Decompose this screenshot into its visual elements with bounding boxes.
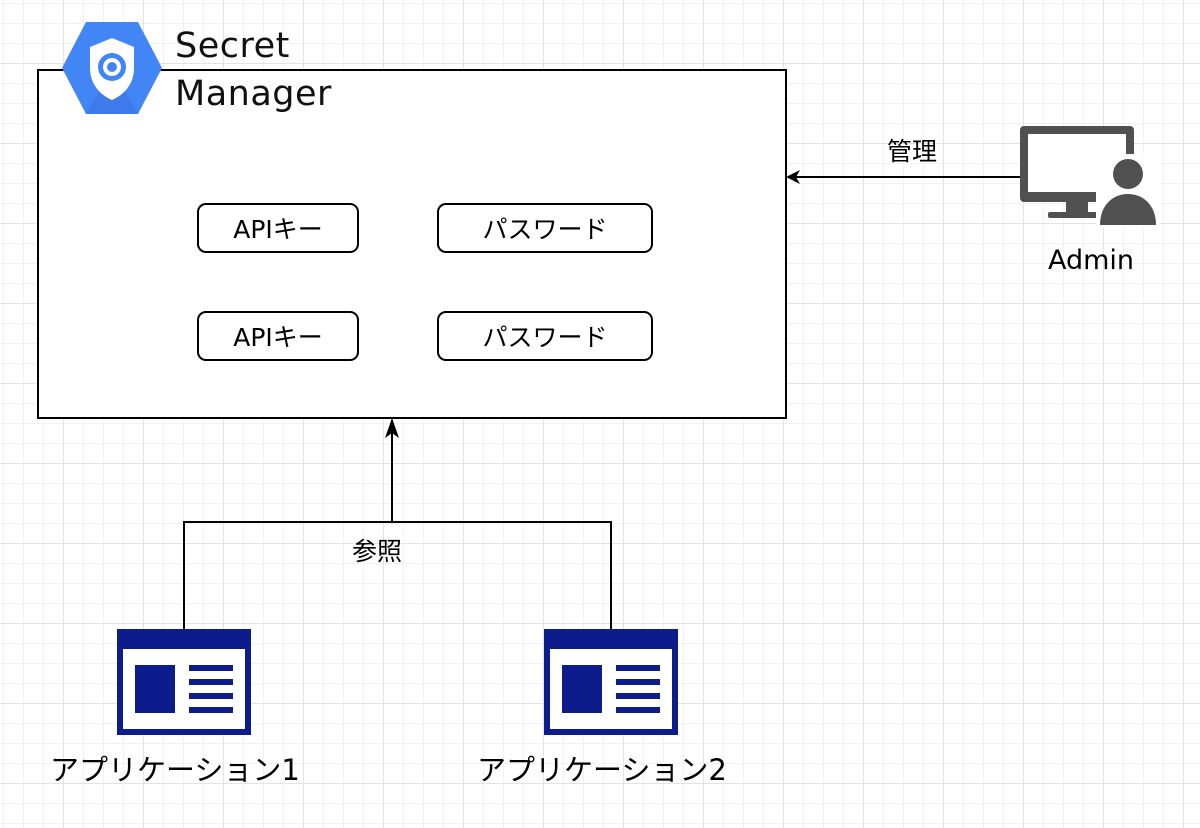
secret-manager-shield-icon xyxy=(62,22,162,114)
admin-label: Admin xyxy=(1048,245,1135,276)
admin-computer-user-icon[interactable] xyxy=(1020,126,1160,228)
reference-edge-label: 参照 xyxy=(352,537,403,566)
secret-item-api-key-1[interactable]: APIキー xyxy=(197,203,359,253)
manage-edge-label: 管理 xyxy=(887,137,938,166)
web-application-icon[interactable] xyxy=(117,629,251,735)
secret-item-password-1[interactable]: パスワード xyxy=(437,203,653,253)
secret-manager-title-line2: Manager xyxy=(175,74,332,114)
secret-item-label: APIキー xyxy=(233,215,323,244)
web-application-icon[interactable] xyxy=(544,629,678,735)
secret-manager-container xyxy=(37,69,787,419)
secret-item-label: APIキー xyxy=(233,323,323,352)
secret-manager-title: Secret Manager xyxy=(175,22,332,118)
application-1-label: アプリケーション1 xyxy=(50,753,300,787)
secret-item-label: パスワード xyxy=(482,215,608,244)
reference-arrowhead xyxy=(385,418,399,438)
secret-item-label: パスワード xyxy=(482,323,608,352)
application-2-label: アプリケーション2 xyxy=(477,753,727,787)
reference-edge xyxy=(183,420,612,631)
secret-item-api-key-2[interactable]: APIキー xyxy=(197,311,359,361)
secret-manager-title-line1: Secret xyxy=(175,26,290,66)
secret-item-password-2[interactable]: パスワード xyxy=(437,311,653,361)
